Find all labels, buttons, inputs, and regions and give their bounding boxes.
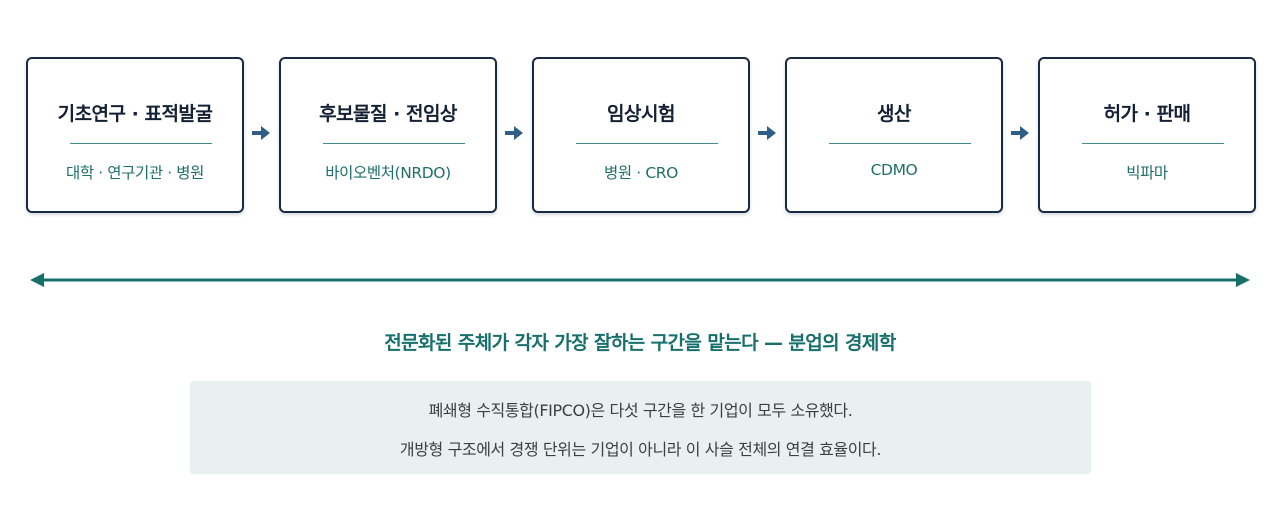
stage-subtitle: 대학 · 연구기관 · 병원 — [65, 164, 205, 182]
step-arrow-icon — [505, 126, 523, 140]
stage-subtitle: 병원 · CRO — [604, 164, 678, 182]
stage-divider — [576, 143, 718, 144]
stage-divider — [1082, 143, 1224, 144]
double-arrow-icon — [30, 273, 1250, 287]
stage-divider — [70, 143, 212, 144]
stage-card-manufacturing: 생산 CDMO — [785, 57, 1003, 213]
stage-divider — [829, 143, 971, 144]
value-chain: 기초연구 · 표적발굴 대학 · 연구기관 · 병원 후보물질 · 전임상 바이… — [26, 57, 1256, 213]
stage-divider — [323, 143, 465, 144]
stage-title: 생산 — [877, 103, 911, 125]
stage-card-research: 기초연구 · 표적발굴 대학 · 연구기관 · 병원 — [26, 57, 244, 213]
stage-card-clinical: 임상시험 병원 · CRO — [532, 57, 750, 213]
headline: 전문화된 주체가 각자 가장 잘하는 구간을 맡는다 — 분업의 경제학 — [384, 332, 896, 354]
stage-title: 기초연구 · 표적발굴 — [57, 103, 213, 125]
stage-title: 후보물질 · 전임상 — [319, 103, 457, 125]
stage-subtitle: 빅파마 — [1126, 164, 1168, 182]
note-line-2: 개방형 구조에서 경쟁 단위는 기업이 아니라 이 사슬 전체의 연결 효율이다… — [399, 440, 882, 459]
stage-subtitle: 바이오벤처(NRDO) — [325, 164, 451, 182]
step-arrow-icon — [1011, 126, 1029, 140]
note-line-1: 폐쇄형 수직통합(FIPCO)은 다섯 구간을 한 기업이 모두 소유했다. — [428, 401, 853, 420]
step-arrow-icon — [758, 126, 776, 140]
stage-card-approval-sales: 허가 · 판매 빅파마 — [1038, 57, 1256, 213]
stage-title: 임상시험 — [607, 103, 675, 125]
stage-card-preclinical: 후보물질 · 전임상 바이오벤처(NRDO) — [279, 57, 497, 213]
step-arrow-icon — [252, 126, 270, 140]
stage-title: 허가 · 판매 — [1103, 103, 1191, 125]
stage-subtitle: CDMO — [870, 161, 918, 179]
note-box: 폐쇄형 수직통합(FIPCO)은 다섯 구간을 한 기업이 모두 소유했다. 개… — [190, 381, 1091, 474]
